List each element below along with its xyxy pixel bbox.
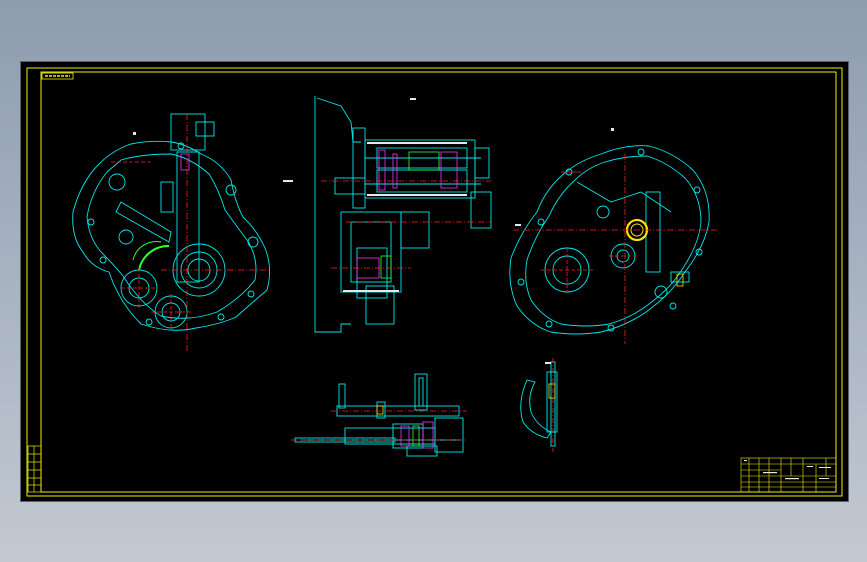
section-view-hatch: [343, 142, 467, 292]
gearbox-section-view-details: [321, 149, 491, 279]
outer-border: [26, 67, 843, 497]
shaft-assembly-view-details: [291, 405, 467, 449]
housing-rear-view-right-details: [513, 154, 719, 344]
housing-front-view-left-details: [111, 114, 271, 352]
detail-section-view-details: [548, 358, 556, 452]
drawing-number-tag: [41, 72, 74, 80]
cad-drawing-sheet[interactable]: [20, 61, 849, 502]
inner-border: [40, 71, 837, 493]
gearbox-section-view: [314, 96, 492, 333]
left-stamp-column: [27, 445, 42, 493]
shaft-assembly-view: [294, 373, 464, 457]
view-annotation-marks: [133, 98, 614, 364]
housing-rear-view-right: [509, 145, 710, 335]
detail-section-view: [520, 361, 558, 447]
title-block-marks: [744, 460, 831, 480]
cad-drawing: [26, 67, 843, 497]
title-block: [740, 457, 837, 493]
